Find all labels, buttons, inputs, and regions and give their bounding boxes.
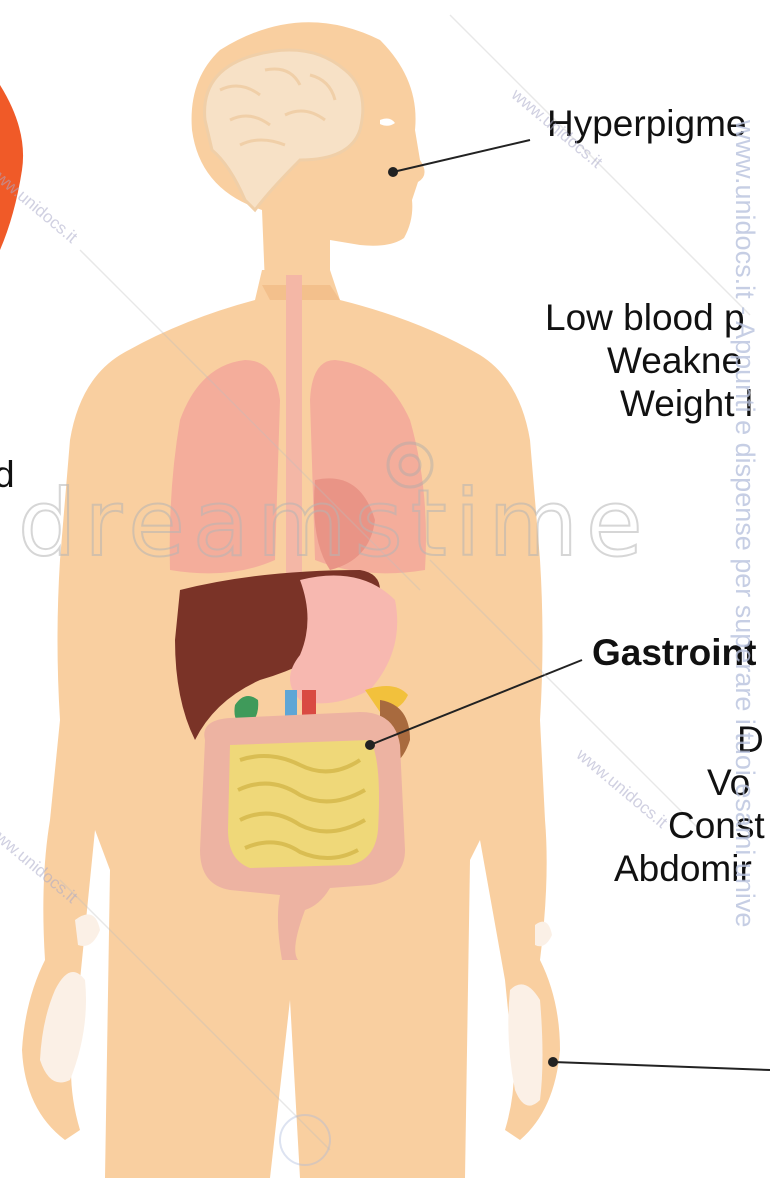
callout-line-hand	[553, 1062, 770, 1070]
label-low-blood-pressure: Low blood p	[545, 298, 745, 338]
callout-dot-face	[388, 167, 398, 177]
callout-dot-gut	[365, 740, 375, 750]
vitiligo-left-wrist	[75, 914, 100, 946]
unidocs-vertical-watermark: www.unidocs.it - Appunti e dispense per …	[729, 120, 760, 927]
dreamstime-watermark: dreamstime	[18, 470, 651, 577]
label-left-fragment: d	[0, 455, 15, 495]
callout-dot-hand	[548, 1057, 558, 1067]
vitiligo-right-wrist	[535, 922, 552, 947]
label-weakness: Weakne	[607, 341, 742, 381]
